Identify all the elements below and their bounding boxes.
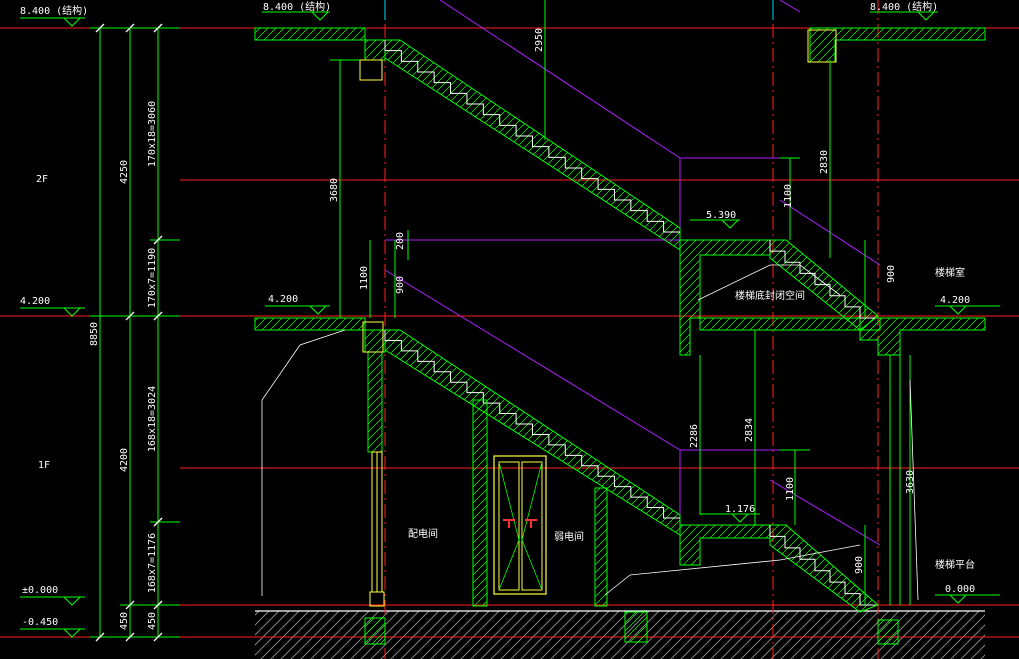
stair-steps — [384, 40, 875, 606]
dim-900-b: 900 — [886, 265, 897, 283]
dim-200: 200 — [395, 232, 406, 250]
level-top-left: 8.400 (结构) — [20, 4, 88, 17]
double-door — [493, 455, 547, 595]
level-landing-lower: 1.176 — [725, 504, 755, 515]
dim-upper-floor: 4250 — [119, 160, 130, 184]
window-and-door-frames — [359, 29, 837, 607]
dim-3680: 3680 — [329, 178, 340, 202]
stair-step-path — [384, 40, 680, 233]
level-minus: -0.450 — [22, 617, 58, 628]
level-top-right: 8.400 (结构) — [870, 0, 938, 13]
dim-1100-c: 1100 — [785, 477, 796, 501]
dim-900-a: 900 — [395, 276, 406, 294]
floor-label-1f: 1F — [38, 460, 50, 471]
dim-flight-1f-top: 168x18=3024 — [147, 386, 158, 452]
dim-base-1: 450 — [119, 612, 130, 630]
level-mid-right: 4.200 — [940, 295, 970, 306]
dim-flight-2f-top: 170x18=3060 — [147, 101, 158, 167]
level-symbols — [20, 11, 1000, 638]
stair-step-path — [384, 330, 680, 519]
dim-lower-floor: 4200 — [119, 448, 130, 472]
room-stair-platform: 楼梯平台 — [935, 558, 975, 571]
dim-flight-1f-bot: 168x7=1176 — [147, 533, 158, 593]
dim-3630: 3630 — [905, 470, 916, 494]
stair-step-path — [769, 525, 875, 606]
floor-slabs — [254, 27, 986, 566]
dim-2950: 2950 — [534, 28, 545, 52]
dim-2830: 2830 — [819, 150, 830, 174]
room-loft: 楼梯室 — [935, 266, 965, 279]
axis-markers — [384, 0, 774, 20]
profile-lines — [261, 264, 919, 601]
room-weak-current: 弱电间 — [554, 530, 584, 543]
bottom-stair-flight-body — [769, 524, 879, 613]
dim-total: 8850 — [89, 322, 100, 346]
room-electrical: 配电间 — [408, 527, 438, 540]
level-top-inner: 8.400 (结构) — [263, 0, 331, 13]
floor-label-2f: 2F — [36, 174, 48, 185]
interior-dimensions — [330, 0, 901, 605]
room-stair-closed-space: 楼梯底封闭空间 — [735, 289, 805, 302]
dimension-ticks — [95, 23, 163, 642]
level-mid-left: 4.200 — [20, 296, 50, 307]
dim-1100-b: 1100 — [783, 184, 794, 208]
dim-1100-a: 1100 — [359, 266, 370, 290]
dim-900-c: 900 — [854, 556, 865, 574]
left-dimension-lines — [90, 27, 180, 638]
dim-2834: 2834 — [744, 418, 755, 442]
level-landing-upper: 5.390 — [706, 210, 736, 221]
dim-flight-2f-bot: 170x7=1190 — [147, 248, 158, 308]
level-mid-inner: 4.200 — [268, 294, 298, 305]
stair-step-path — [769, 240, 875, 319]
dim-base-2: 450 — [147, 612, 158, 630]
level-zero: ±0.000 — [22, 585, 58, 596]
level-zero-right: 0.000 — [945, 584, 975, 595]
dim-2286: 2286 — [689, 424, 700, 448]
walls — [364, 351, 899, 645]
